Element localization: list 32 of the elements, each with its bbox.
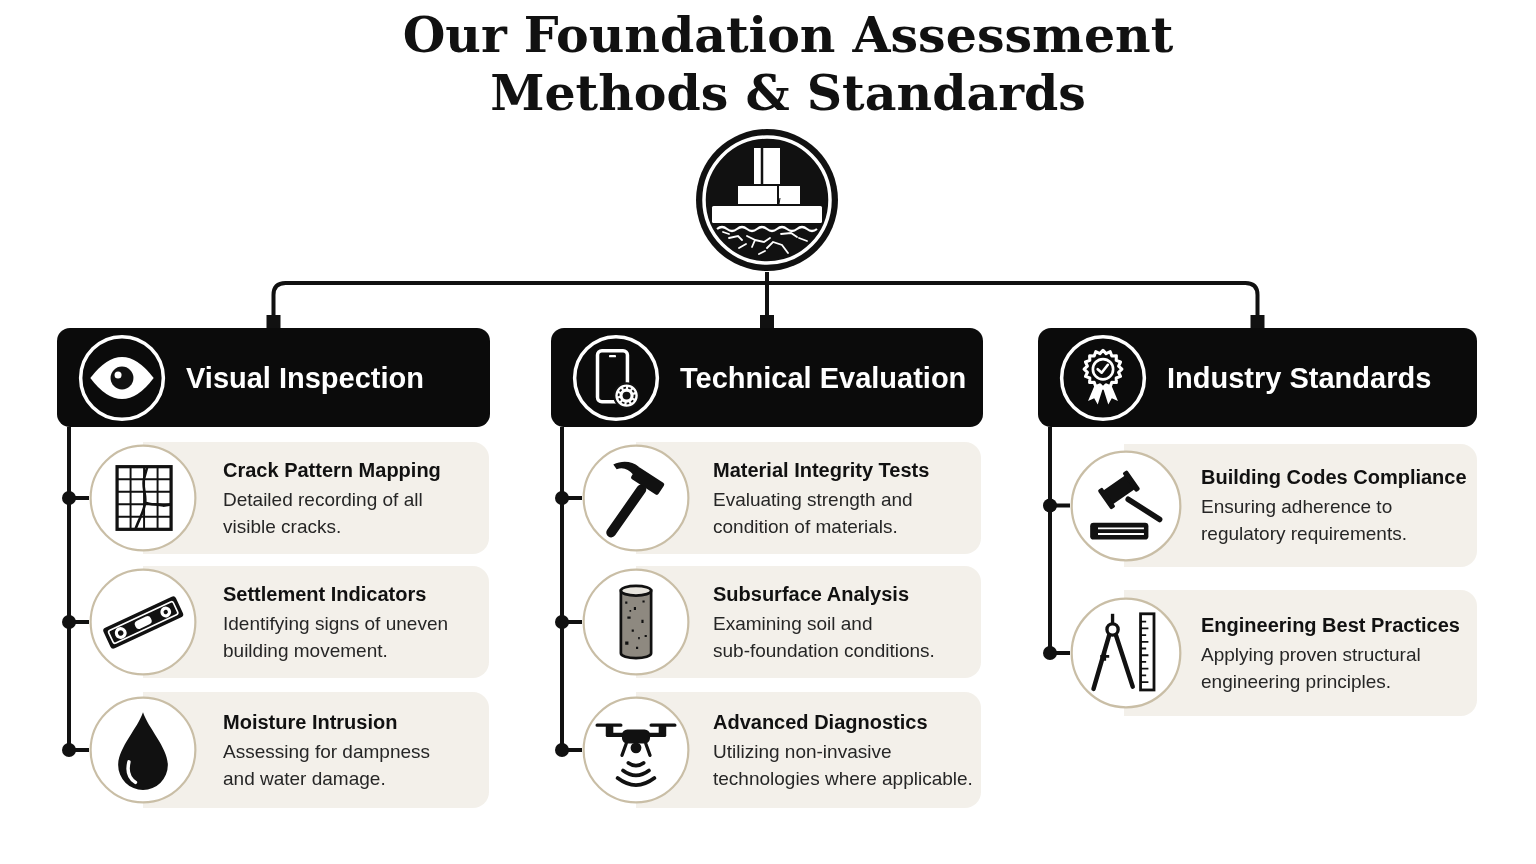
- method-card: [89, 692, 489, 808]
- connector-line: [765, 272, 1265, 328]
- method-card: [582, 442, 981, 554]
- method-title: Settlement Indicators: [223, 581, 428, 607]
- category-header: [1038, 328, 1477, 427]
- category-header: [57, 328, 490, 427]
- method-title: Building Codes Compliance: [1201, 465, 1468, 490]
- category-header: [551, 328, 983, 427]
- method-card: [582, 566, 981, 678]
- method-title: Crack Pattern Mapping: [223, 457, 442, 483]
- method-card: [89, 442, 489, 554]
- category-title: Industry Standards: [1167, 360, 1432, 395]
- method-card: [1070, 590, 1477, 716]
- method-description: Applying proven structural engineering principles.: [1201, 642, 1422, 694]
- method-description: Detailed recording of all visible cracks.: [223, 487, 424, 539]
- method-title: Moisture Intrusion: [223, 709, 399, 735]
- method-description: Assessing for dampness and water damage.: [223, 739, 432, 791]
- method-description: Utilizing non-invasive technologies where applicable.: [713, 739, 974, 791]
- method-title: Engineering Best Practices: [1201, 612, 1461, 638]
- method-title: Subsurface Analysis: [713, 581, 910, 607]
- diagram-title: Our Foundation Assessment Methods & Standards: [401, 6, 1175, 122]
- method-description: Identifying signs of uneven building movement.: [223, 611, 450, 663]
- method-title: Material Integrity Tests: [713, 457, 931, 483]
- method-title: Advanced Diagnostics: [713, 709, 929, 735]
- method-card: [582, 692, 981, 808]
- method-description: Examining soil and sub-foundation conditions.: [713, 611, 936, 663]
- method-description: Evaluating strength and condition of materials.: [713, 487, 914, 539]
- method-card: [1070, 444, 1477, 567]
- category-title: Visual Inspection: [186, 360, 424, 395]
- category-title: Technical Evaluation: [680, 360, 967, 395]
- method-description: Ensuring adherence to regulatory requirements.: [1201, 495, 1408, 546]
- method-card: [89, 566, 489, 678]
